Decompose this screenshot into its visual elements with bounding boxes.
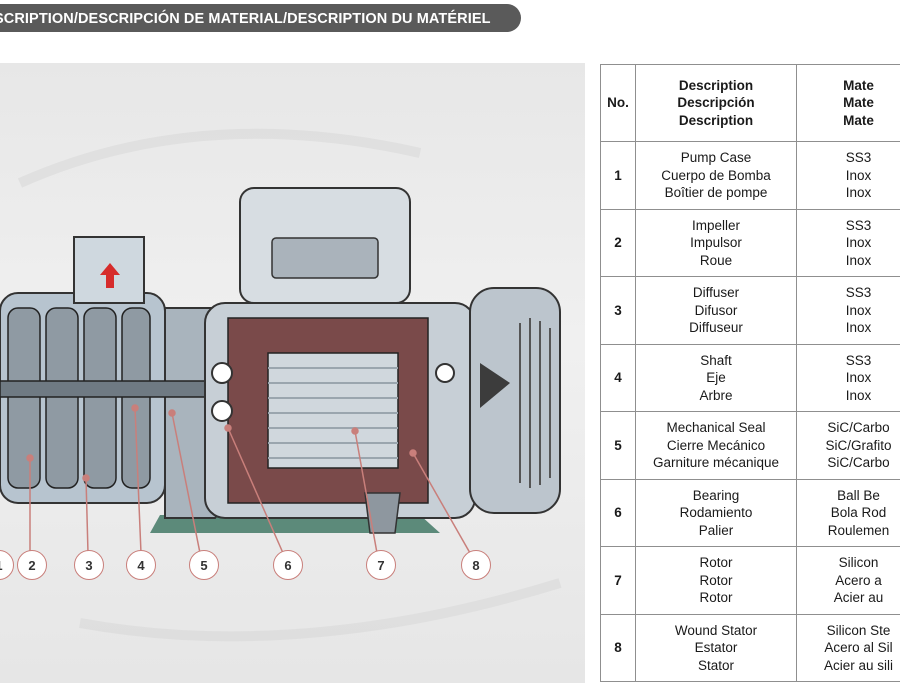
flow-arrow-icon: [100, 263, 120, 288]
rotor-laminations: [268, 367, 398, 459]
bearing-rear: [435, 363, 455, 383]
table-header-row: No. Description Descripción Description …: [600, 64, 900, 142]
section-header: SCRIPTION/DESCRIPCIÓN DE MATERIAL/DESCRI…: [0, 4, 521, 32]
row-number: 7: [600, 546, 636, 615]
rotor-shape: [267, 352, 399, 469]
materials-table: No. Description Descripción Description …: [600, 64, 900, 682]
callout-leaders: [26, 404, 471, 554]
row-number: 3: [600, 276, 636, 345]
section-title: SCRIPTION/DESCRIPCIÓN DE MATERIAL/DESCRI…: [0, 11, 491, 27]
callout-badge-6: 6: [273, 550, 303, 580]
row-number: 8: [600, 613, 636, 682]
header-no: No.: [600, 64, 636, 142]
fan-blade: [480, 363, 510, 408]
row-number: 5: [600, 411, 636, 480]
base-plate: [150, 515, 440, 533]
pump-illustration: [0, 128, 562, 642]
impeller-stack: [7, 307, 151, 489]
callout-badge-7: 7: [366, 550, 396, 580]
callout-badge-8: 8: [461, 550, 491, 580]
callout-badge-5: 5: [189, 550, 219, 580]
row-number: 6: [600, 478, 636, 547]
callout-badge-4: 4: [126, 550, 156, 580]
row-number: 2: [600, 208, 636, 277]
motor-foot: [364, 492, 401, 534]
fan-cover: [469, 287, 561, 514]
pump-cutaway-diagram: 1 2 3 4 5 6 7 8: [0, 63, 585, 683]
callout-badge-3: 3: [74, 550, 104, 580]
bearing-front-lower: [211, 400, 233, 422]
bearing-front: [211, 362, 233, 384]
callout-badge-2: 2: [17, 550, 47, 580]
row-number: 4: [600, 343, 636, 412]
header-material: Mate Mate Mate: [796, 64, 900, 142]
row-number: 1: [600, 141, 636, 210]
fan-grille: [519, 318, 551, 488]
header-description: Description Descripción Description: [635, 64, 797, 142]
